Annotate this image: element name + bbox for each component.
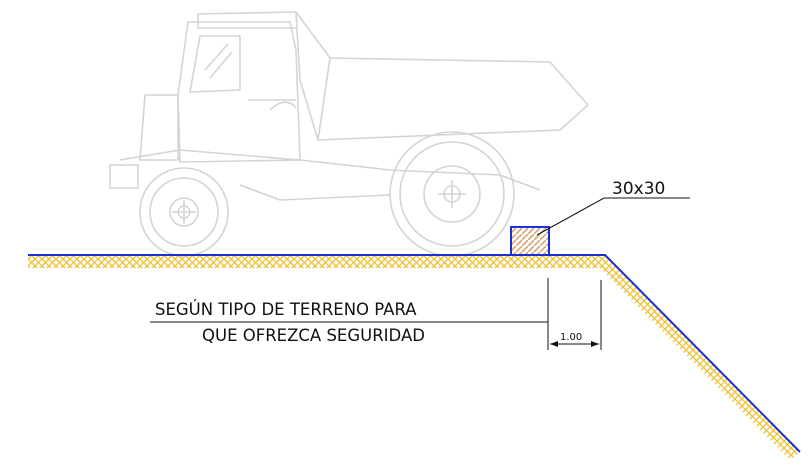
note-line-1: SEGÚN TIPO DE TERRENO PARA — [155, 300, 417, 319]
dump-truck-drawing — [109, 11, 589, 257]
terrain — [28, 254, 801, 460]
note-line-2: QUE OFREZCA SEGURIDAD — [202, 326, 425, 345]
dimension-line — [547, 278, 602, 350]
block-size-leader — [536, 197, 690, 236]
ground-surface-line — [28, 254, 801, 453]
ground-hatch-fill — [28, 255, 800, 460]
dimension-label: 1.00 — [560, 332, 582, 343]
block-size-label: 30x30 — [612, 179, 665, 199]
